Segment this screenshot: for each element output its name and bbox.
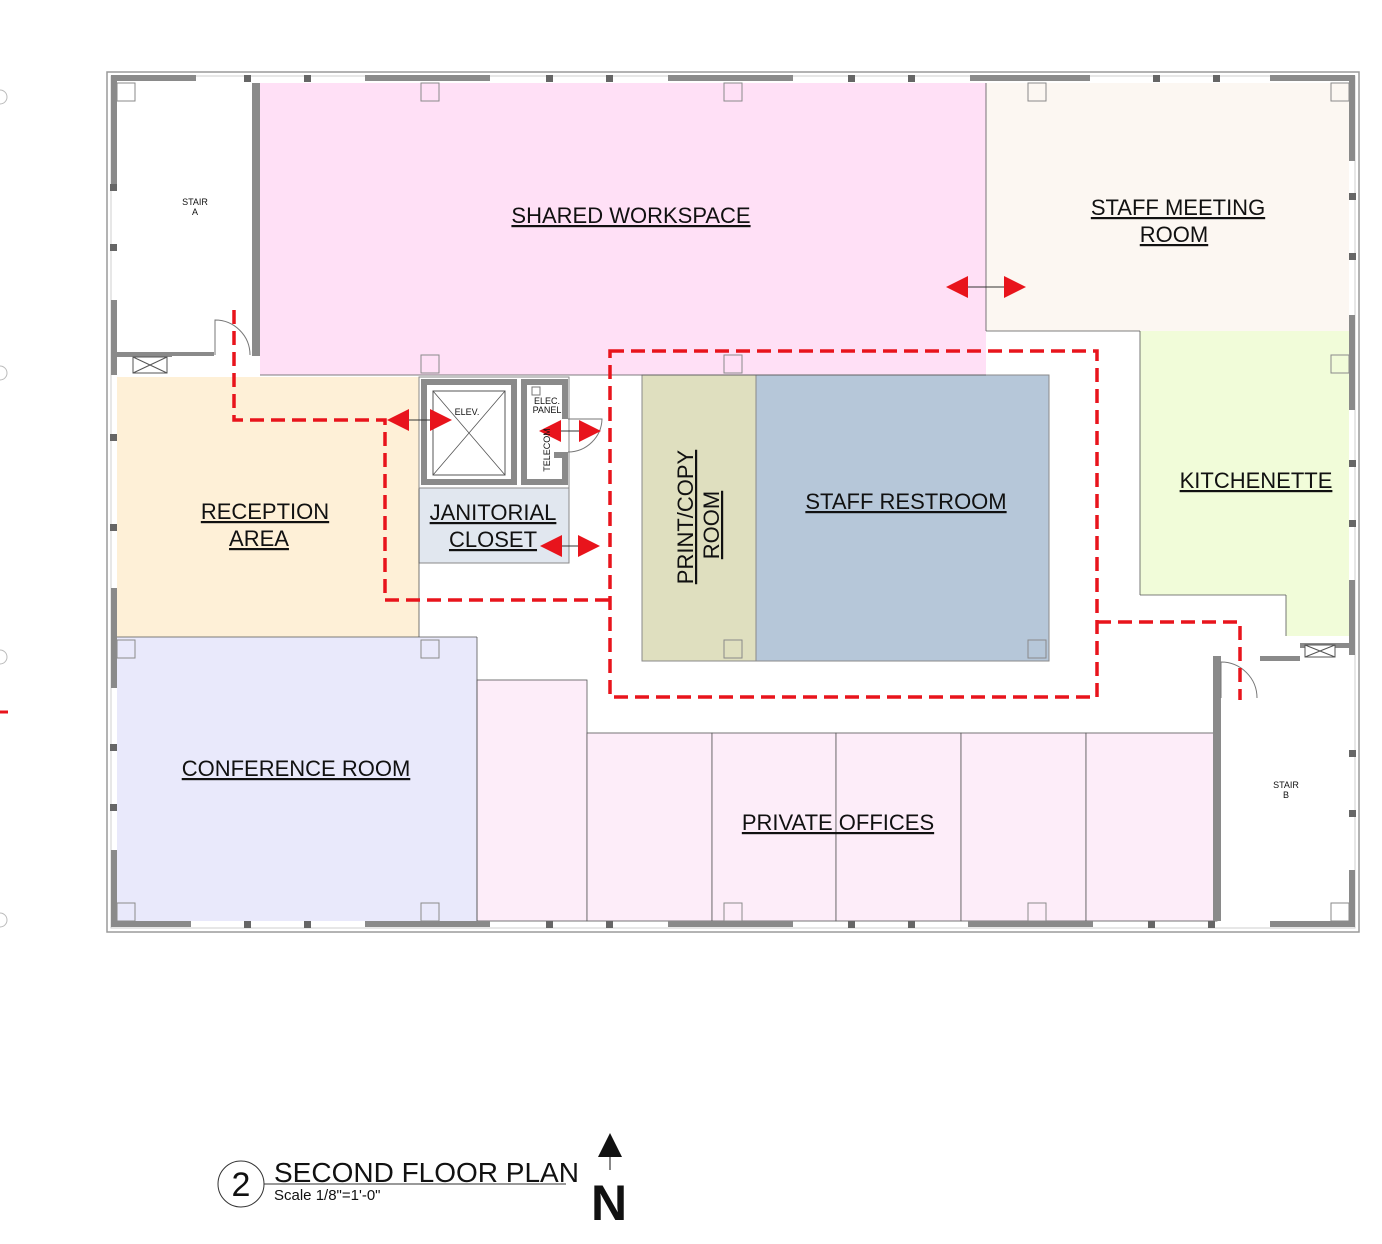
- room-staff-restroom: [755, 374, 1050, 662]
- label-reception-2: AREA: [229, 526, 289, 551]
- label-shared-workspace: SHARED WORKSPACE: [511, 203, 750, 228]
- room-janitorial: [418, 487, 570, 564]
- private-office: [476, 679, 588, 922]
- label-print-copy: PRINT/COPY: [673, 449, 698, 584]
- label-stair-a: STAIR: [182, 197, 208, 207]
- window-markers: [110, 75, 1356, 928]
- north-label: N: [591, 1175, 627, 1231]
- drawing-number: 2: [232, 1166, 251, 1204]
- label-print-copy-2: ROOM: [699, 491, 724, 559]
- label-janitorial-2: CLOSET: [449, 527, 537, 552]
- double-arrow-icon: [540, 535, 600, 557]
- label-staff-meeting: STAFF MEETING: [1091, 195, 1265, 220]
- label-stair-b: STAIR: [1273, 780, 1299, 790]
- label-stair-b-letter: B: [1283, 790, 1289, 800]
- room-shared-workspace: [260, 83, 986, 375]
- label-conference: CONFERENCE ROOM: [182, 756, 411, 781]
- column-icon: [116, 82, 1350, 922]
- private-office: [1085, 732, 1218, 922]
- drawing-scale: Scale 1/8"=1'-0": [274, 1187, 381, 1204]
- room-kitchenette: [1140, 331, 1349, 636]
- double-arrow-icon: [539, 420, 601, 442]
- private-offices: [476, 679, 1218, 922]
- room-print-copy: [641, 374, 757, 662]
- double-arrow-icon: [387, 409, 452, 431]
- private-office: [586, 732, 713, 922]
- exterior-walls: [111, 75, 1355, 927]
- label-reception: RECEPTION: [201, 499, 329, 524]
- label-private-offices: PRIVATE OFFICES: [742, 810, 934, 835]
- stair-b-door-swing: [1220, 661, 1258, 699]
- stair-a-walls: [117, 83, 260, 357]
- stair-a-door-swing: [214, 319, 251, 356]
- drawing-title: SECOND FLOOR PLAN: [274, 1157, 579, 1188]
- label-elec: ELEC.: [534, 396, 560, 406]
- label-staff-restroom: STAFF RESTROOM: [805, 489, 1006, 514]
- private-office: [960, 732, 1087, 922]
- label-janitorial: JANITORIAL: [430, 500, 557, 525]
- grid-markers: [0, 89, 8, 928]
- title-block: 2 SECOND FLOOR PLAN Scale 1/8"=1'-0": [217, 1157, 579, 1208]
- label-elev: ELEV.: [455, 407, 480, 417]
- label-elec-2: PANEL: [533, 405, 562, 415]
- label-staff-meeting-2: ROOM: [1140, 222, 1208, 247]
- label-telecom: TELECOM: [542, 428, 552, 472]
- elevator-core: [418, 376, 603, 489]
- double-arrow-icon: [946, 276, 1026, 298]
- egress-route: [232, 310, 1242, 700]
- north-arrow-icon: N: [591, 1133, 627, 1231]
- label-kitchenette: KITCHENETTE: [1180, 468, 1333, 493]
- room-staff-meeting: [986, 83, 1349, 331]
- private-office: [835, 732, 962, 922]
- room-conference: [117, 637, 477, 921]
- label-stair-a-letter: A: [192, 207, 198, 217]
